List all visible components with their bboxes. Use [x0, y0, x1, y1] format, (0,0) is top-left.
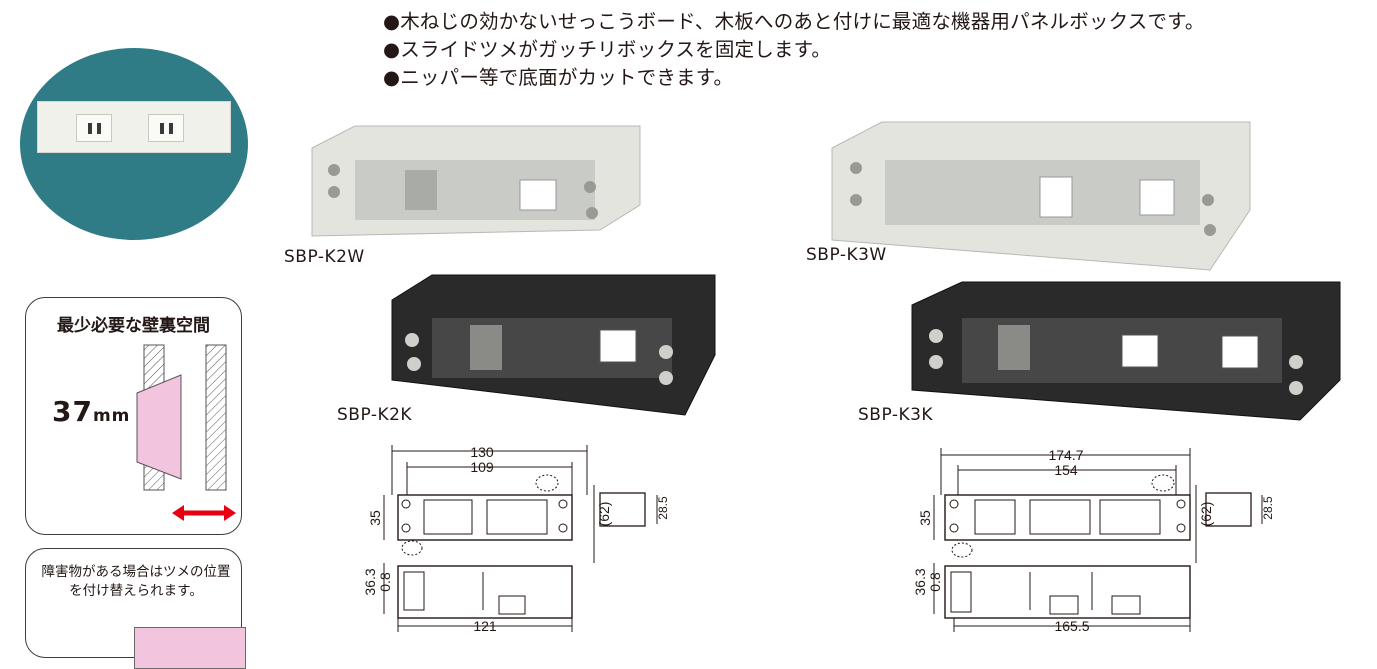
model-label-k2k: SBP-K2K	[337, 405, 413, 425]
feature-item: ●ニッパー等で底面がカットできます。	[383, 66, 734, 89]
model-label-k3k: SBP-K3K	[858, 405, 934, 425]
outlet-icon	[148, 114, 184, 142]
min-wall-space-title: 最少必要な壁裏空間	[57, 316, 210, 336]
dim-side-bottom-k3: 0.8	[927, 572, 943, 592]
dim-height-k2: 35	[367, 510, 383, 526]
dimension-drawing-k2: 130 109 35 (62) 28.5 36.3 0.8 121	[362, 444, 670, 634]
feature-item: ●スライドツメがガッチリボックスを固定します。	[383, 38, 832, 61]
dim-inner-k3: 154	[1054, 462, 1078, 478]
dim-depth-k2: 28.5	[656, 496, 670, 520]
model-label-k3w: SBP-K3W	[806, 245, 887, 265]
dim-overall-k2: 130	[470, 444, 494, 460]
min-wall-space-value: 37mm	[52, 395, 131, 428]
box-photo-k3k	[911, 281, 1341, 421]
feature-list: ●木ねじの効かないせっこうボード、木板へのあと付けに最適な機器用パネルボックスで…	[383, 8, 1343, 92]
outlet-plate-image	[37, 101, 231, 153]
dim-height-k3: 35	[917, 510, 933, 526]
wall-cross-section-diagram	[136, 344, 236, 521]
min-wall-space-panel: 最少必要な壁裏空間 37mm	[25, 297, 242, 535]
model-label-k2w: SBP-K2W	[284, 247, 365, 267]
min-wall-space-unit: mm	[92, 406, 131, 426]
box-photo-k2k	[391, 274, 716, 416]
dim-side-top-k3: 36.3	[912, 568, 928, 595]
dim-bottom-length-k3: 165.5	[1054, 618, 1089, 634]
claw-note-text: 障害物がある場合はツメの位置を付け替えられます。	[41, 564, 231, 599]
box-photo-k2w	[311, 125, 641, 237]
dim-side-top-k2: 36.3	[362, 568, 378, 595]
feature-item: ●木ねじの効かないせっこうボード、木板へのあと付けに最適な機器用パネルボックスで…	[383, 10, 1205, 33]
dim-paren-height-k2: (62)	[596, 502, 612, 527]
dim-bottom-length-k2: 121	[473, 618, 497, 634]
dim-overall-k3: 174.7	[1048, 447, 1083, 463]
dim-paren-height-k3: (62)	[1198, 502, 1214, 527]
dim-inner-k2: 109	[470, 459, 494, 475]
dim-side-bottom-k2: 0.8	[377, 572, 393, 592]
product-photos	[311, 121, 1341, 421]
dim-depth-k3: 28.5	[1261, 496, 1275, 520]
dimension-drawing-k3: 174.7 154 35 (62) 28.5 36.3 0.8 165.5	[912, 447, 1275, 634]
box-photo-k3w	[831, 121, 1251, 271]
outlet-icon	[76, 114, 112, 142]
